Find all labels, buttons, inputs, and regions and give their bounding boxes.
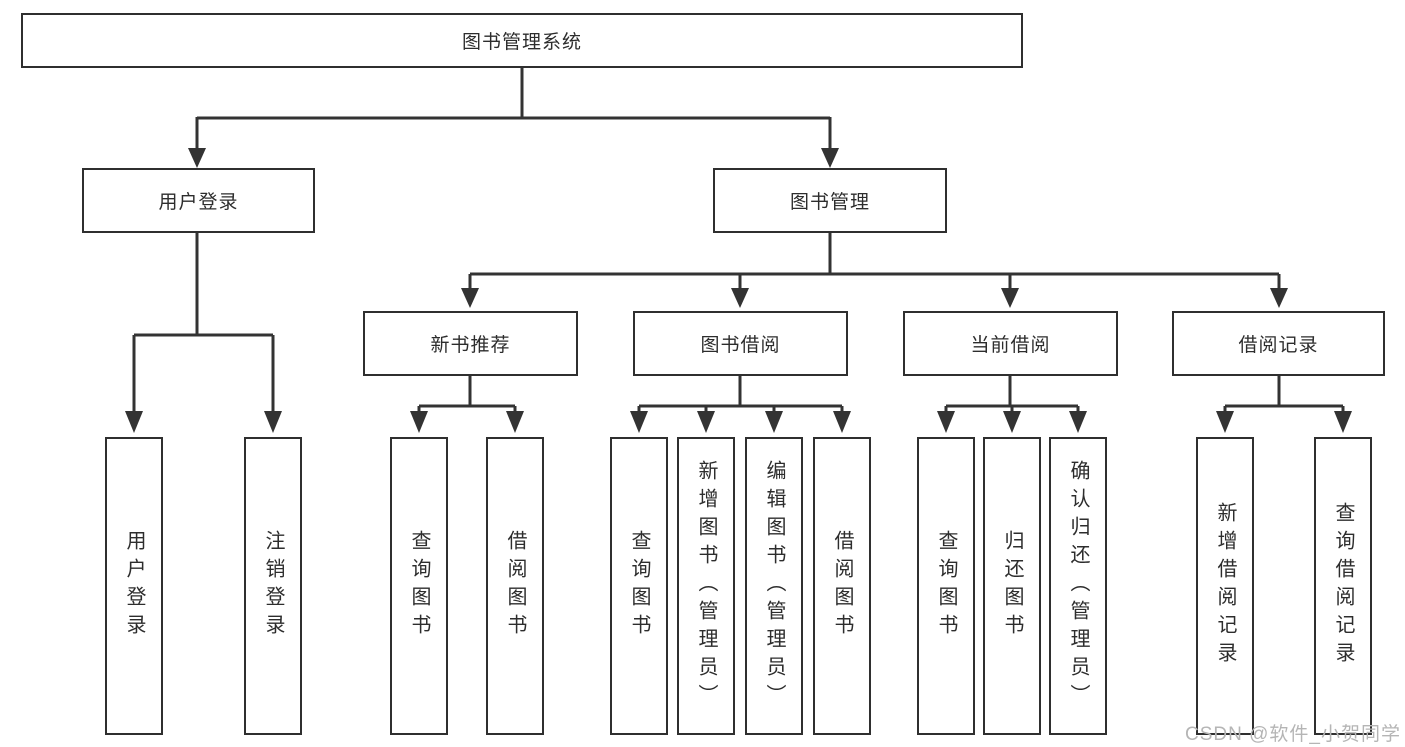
leaf-query-books-3: 查询图书 — [917, 437, 975, 735]
node-label: 图书管理 — [789, 192, 870, 213]
node-borrow-record: 借阅记录 — [1172, 311, 1385, 376]
node-book-management-branch: 图书管理 — [713, 168, 947, 233]
leaf-add-book-admin: 新增图书（管理员） — [677, 437, 735, 735]
node-label: 借阅图书 — [831, 530, 853, 642]
node-library-management-system: 图书管理系统 — [21, 13, 1023, 68]
node-label: 查询借阅记录 — [1332, 502, 1354, 670]
leaf-user-login: 用户登录 — [105, 437, 163, 735]
node-label: 查询图书 — [628, 530, 650, 642]
node-book-borrow: 图书借阅 — [633, 311, 848, 376]
node-label: 编辑图书（管理员） — [763, 460, 785, 712]
node-label: 用户登录 — [158, 192, 239, 213]
node-label: 图书管理系统 — [461, 32, 582, 53]
node-label: 新书推荐 — [430, 335, 511, 356]
node-label: 归还图书 — [1001, 530, 1023, 642]
node-label: 新增图书（管理员） — [695, 460, 717, 712]
csdn-watermark: CSDN @软件_小贺同学 — [1185, 724, 1401, 745]
node-label: 查询图书 — [935, 530, 957, 642]
leaf-logout: 注销登录 — [244, 437, 302, 735]
node-label: 查询图书 — [408, 530, 430, 642]
node-label: 当前借阅 — [970, 335, 1051, 356]
node-label: 借阅记录 — [1238, 335, 1319, 356]
leaf-query-books-1: 查询图书 — [390, 437, 448, 735]
leaf-return-book: 归还图书 — [983, 437, 1041, 735]
leaf-query-borrow-record: 查询借阅记录 — [1314, 437, 1372, 735]
leaf-edit-book-admin: 编辑图书（管理员） — [745, 437, 803, 735]
node-label: 借阅图书 — [504, 530, 526, 642]
node-new-book-recommend: 新书推荐 — [363, 311, 578, 376]
node-user-login-branch: 用户登录 — [82, 168, 315, 233]
leaf-query-books-2: 查询图书 — [610, 437, 668, 735]
node-label: 用户登录 — [123, 530, 145, 642]
node-label: 注销登录 — [262, 530, 284, 642]
node-current-borrow: 当前借阅 — [903, 311, 1118, 376]
leaf-borrow-books-2: 借阅图书 — [813, 437, 871, 735]
node-label: 新增借阅记录 — [1214, 502, 1236, 670]
node-label: 确认归还（管理员） — [1067, 460, 1089, 712]
leaf-borrow-books-1: 借阅图书 — [486, 437, 544, 735]
node-label: 图书借阅 — [700, 335, 781, 356]
leaf-confirm-return-admin: 确认归还（管理员） — [1049, 437, 1107, 735]
leaf-add-borrow-record: 新增借阅记录 — [1196, 437, 1254, 735]
